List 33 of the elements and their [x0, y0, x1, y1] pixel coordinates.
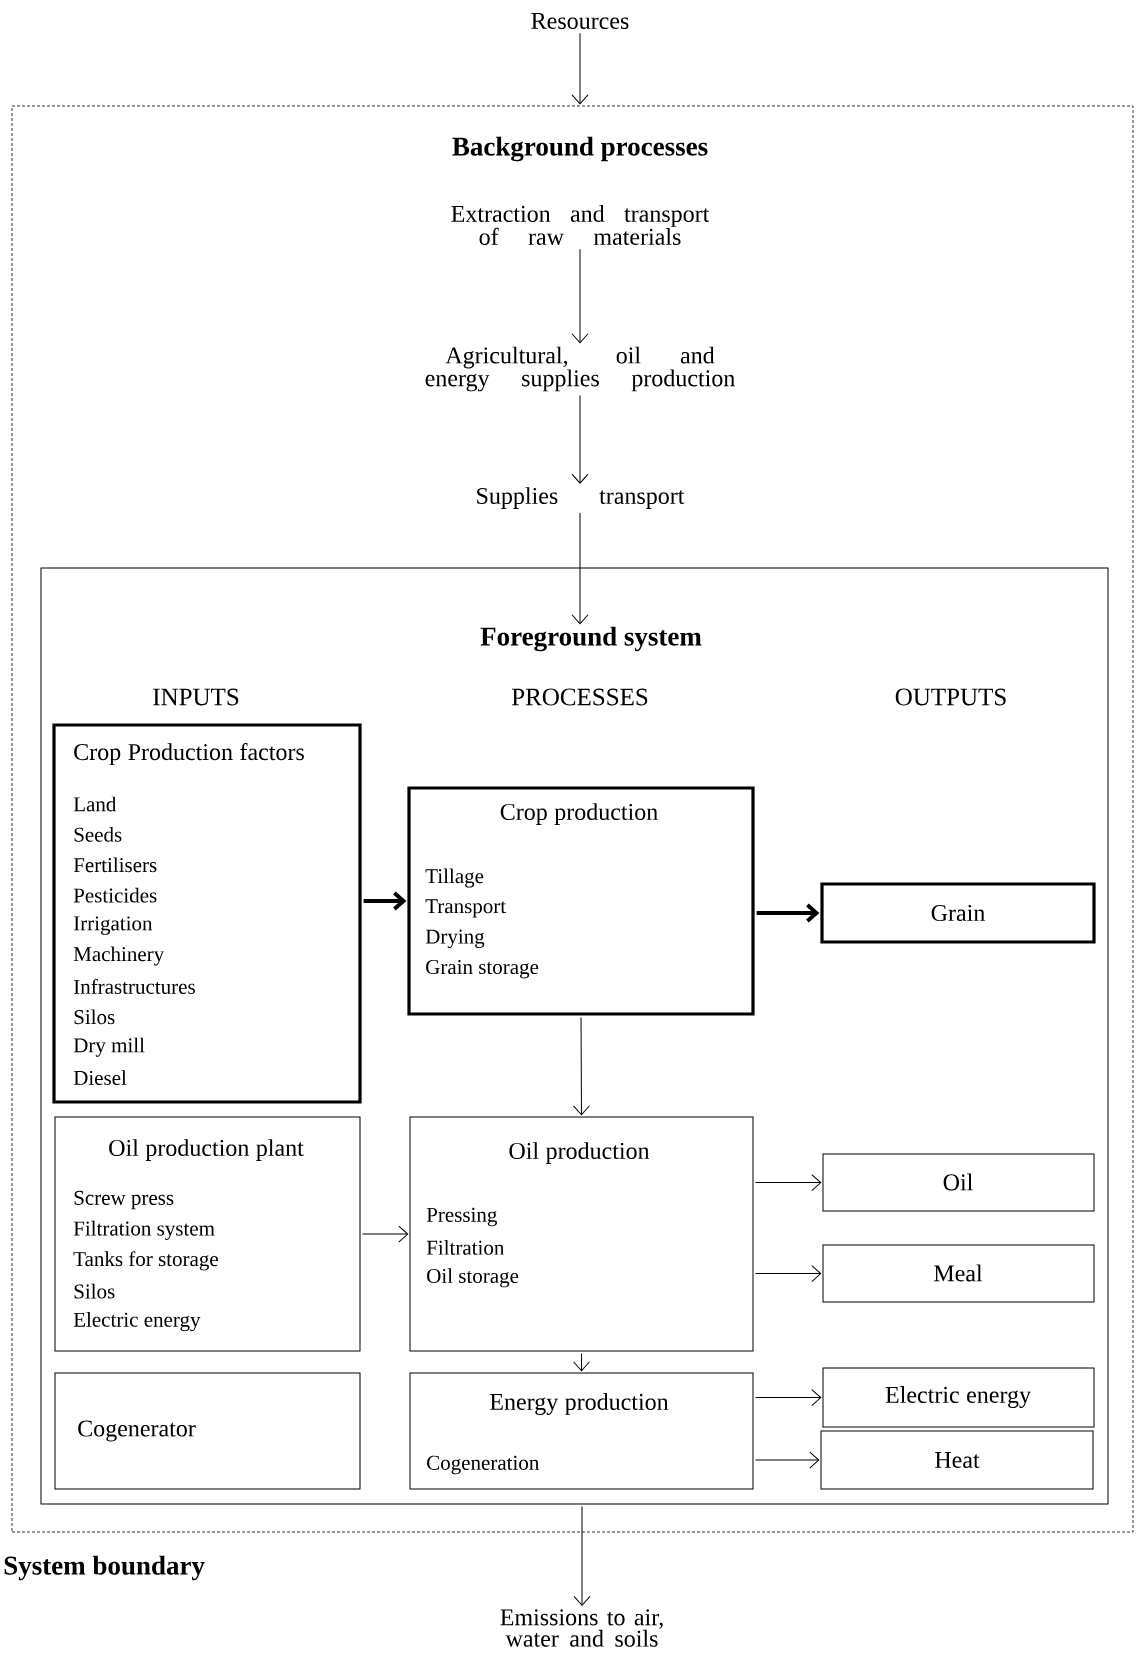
- process-box: Energy production Cogeneration: [409, 1372, 754, 1490]
- process-box: Meal: [822, 1244, 1095, 1303]
- process-label: Agricultural, oil and energy supplies production: [425, 346, 735, 392]
- arrow: [571, 248, 589, 344]
- arrow: [573, 1506, 591, 1606]
- column-heading: OUTPUTS: [895, 688, 1006, 706]
- node-label: System boundary: [4, 1555, 205, 1581]
- arrow: [571, 32, 589, 105]
- arrow: [755, 1389, 822, 1406]
- process-box: Oil: [822, 1153, 1095, 1212]
- arrow: [571, 512, 589, 625]
- arrow: [755, 1265, 822, 1282]
- arrow: [571, 395, 589, 484]
- process-box: Cogenerator: [54, 1372, 361, 1490]
- process-box: Crop production Tillage Transport Drying Grain storage: [407, 786, 755, 1016]
- arrow: [572, 1017, 590, 1116]
- process-box: Grain: [820, 882, 1096, 944]
- arrow: [363, 891, 407, 911]
- process-box: Oil production plant Screw press Filtration system Tanks for storage Silos Electric energy: [54, 1116, 361, 1352]
- process-label: Extraction and transport of raw materials: [451, 205, 710, 245]
- process-box: Heat: [820, 1430, 1094, 1490]
- process-label: Resources: [531, 13, 629, 29]
- process-box: Electric energy: [822, 1367, 1095, 1428]
- process-label: Supplies transport: [477, 487, 685, 509]
- column-heading: PROCESSES: [511, 688, 648, 706]
- process-label: Emissions to air, water and soils: [500, 1609, 663, 1647]
- arrow: [362, 1225, 409, 1243]
- arrow: [573, 1353, 590, 1372]
- arrow: [756, 903, 820, 923]
- arrow: [755, 1174, 822, 1191]
- process-box: Crop Production factors Land Seeds Fertilisers Pesticides Irrigation Machinery Infrastructures Silos Dry mill Diesel: [52, 723, 362, 1104]
- arrow: [755, 1451, 820, 1469]
- process-box: Oil production Pressing Filtration Oil storage: [409, 1116, 754, 1352]
